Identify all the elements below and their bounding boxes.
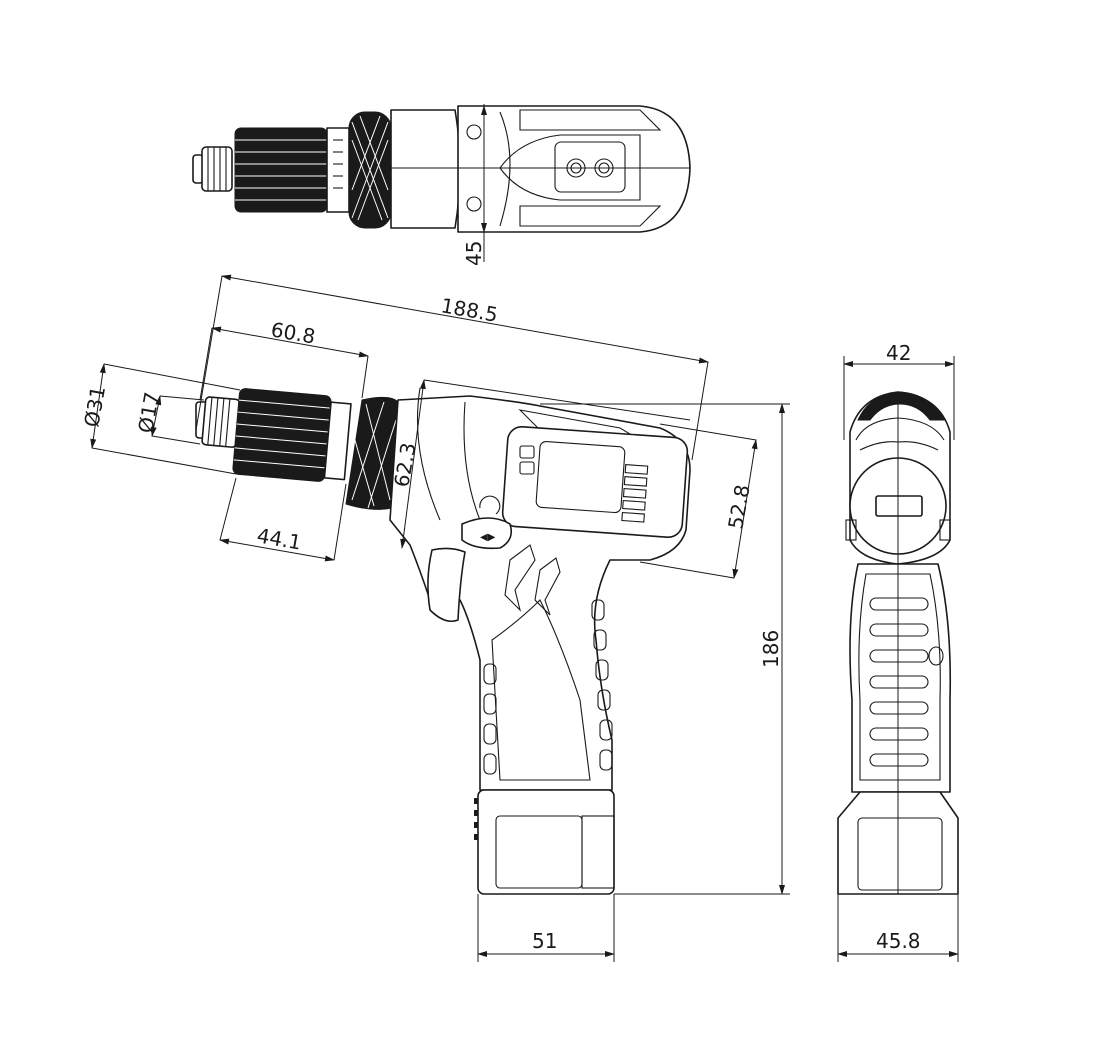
dim-chuck-length: 60.8 <box>269 317 317 348</box>
torque-ring-side <box>345 396 399 510</box>
front-view <box>837 391 959 895</box>
rotation-arrow-icon <box>479 495 501 515</box>
dim-body-height: 52.8 <box>723 483 754 531</box>
side-view: ◀▶ <box>195 387 691 895</box>
top-view <box>192 104 691 262</box>
dim-collar-length: 44.1 <box>255 523 303 554</box>
front-dimensions <box>837 356 959 962</box>
dim-battery-depth: 51 <box>532 929 557 953</box>
collar-knurl-side <box>232 388 332 482</box>
dim-outer-diameter: Ø31 <box>79 384 110 429</box>
dim-base-width: 45.8 <box>876 929 921 953</box>
dim-total-height: 186 <box>759 630 783 668</box>
side-dimensions <box>90 274 790 962</box>
dim-top-width: 45 <box>462 241 486 266</box>
battery-side <box>477 789 615 895</box>
dim-inner-diameter: Ø17 <box>133 390 164 435</box>
collar-knurl-top <box>234 127 328 213</box>
dim-overall-length: 188.5 <box>439 293 500 327</box>
dim-front-width: 42 <box>886 341 911 365</box>
forward-reverse-icon: ◀▶ <box>480 532 496 543</box>
